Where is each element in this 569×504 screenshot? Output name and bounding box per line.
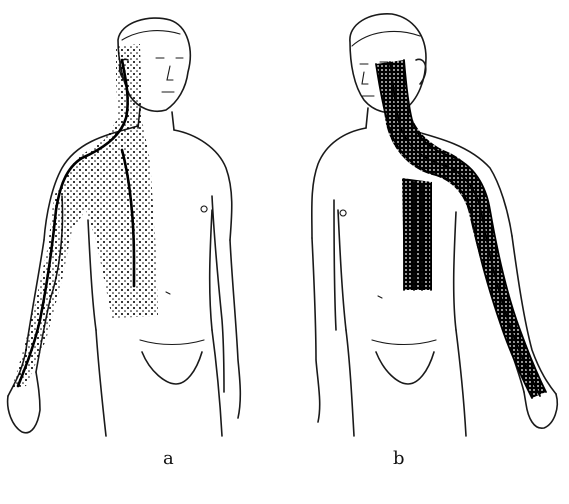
meridian-a-dotted-region <box>12 44 158 388</box>
figure-a-body <box>6 17 242 437</box>
meridian-b-chest-band <box>402 178 432 290</box>
panel-label-b: b <box>393 448 405 469</box>
meridian-b-arm-band <box>376 60 546 398</box>
figure-b-body <box>310 13 559 437</box>
panel-label-a: a <box>163 448 174 469</box>
meridian-a-line <box>16 58 129 388</box>
meridian-a-branch <box>120 148 136 288</box>
